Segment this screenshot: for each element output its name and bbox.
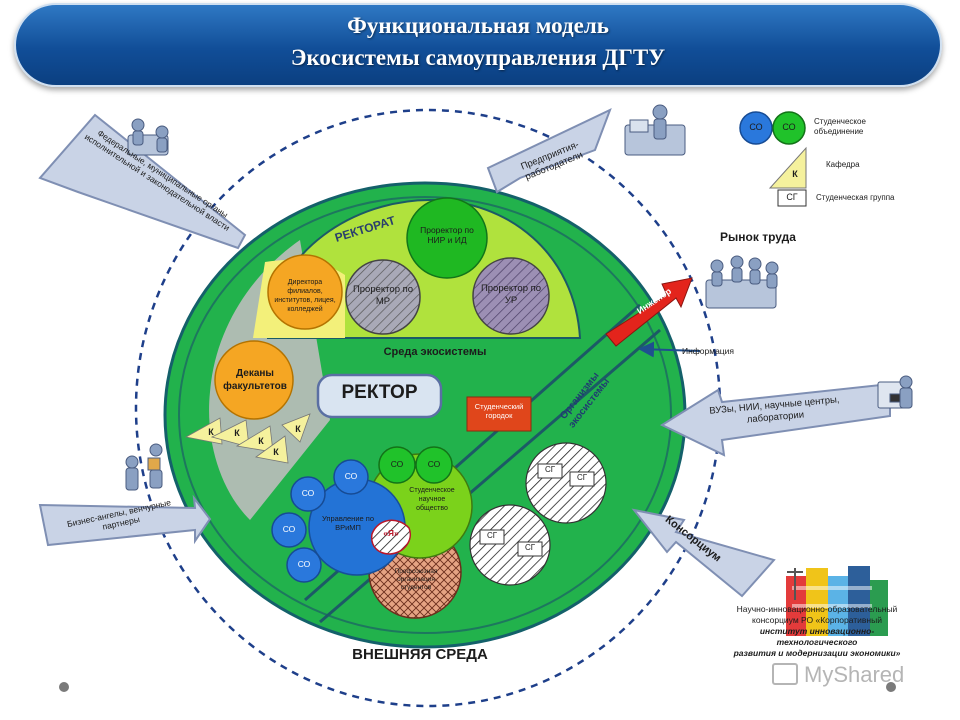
ya-label: «Я» (383, 528, 399, 538)
directors-label: Директора филиалов, институтов, лицея, к… (274, 279, 336, 313)
k-flag-label: К (273, 447, 279, 457)
so-label: СО (427, 459, 441, 469)
legend-k-text: Кафедра (826, 160, 860, 169)
sg-group-2 (469, 504, 551, 586)
sno-label: Студенческое научное общество (409, 487, 455, 512)
so-label: СО (301, 488, 315, 498)
so-label: СО (297, 559, 311, 569)
so-label: СО (390, 459, 404, 469)
legend-sg-text: Студенческая группа (816, 193, 895, 202)
legend-so-text: Студенческое объединение (814, 117, 866, 136)
outer-environment-label: ВНЕШНЯЯ СРЕДА (352, 646, 488, 663)
rector-box (316, 373, 443, 419)
union-label: Профсоюзная организация студентов (394, 568, 438, 591)
watermark: MyShared (772, 662, 922, 688)
k-flag-label: К (295, 424, 301, 434)
k-flag-label: К (258, 436, 264, 446)
watermark-logo-icon (772, 663, 798, 685)
deans-circle (214, 340, 294, 420)
rector-label: РЕКТОР (341, 382, 418, 403)
inbound-arrows (38, 108, 891, 598)
campus-box (466, 396, 532, 432)
sg-label: СГ (544, 465, 556, 474)
sg-label: СГ (524, 543, 536, 552)
sg-label: СГ (576, 473, 588, 482)
consortium-buildings (786, 566, 888, 636)
ecosystem-environment-label: Среда экосистемы (383, 346, 487, 358)
engineer-arrow (605, 277, 693, 347)
k-flag-label: К (234, 428, 240, 438)
consortium-caption-5: развития и модернизации экономики» (733, 648, 901, 658)
title-banner (14, 3, 942, 87)
watermark-text: MyShared (804, 662, 905, 687)
sg-group-1 (525, 442, 607, 524)
legend-so-a: СО (749, 122, 763, 132)
information-label: Информация (681, 346, 735, 356)
labor-market-label: Рынок труда (720, 230, 796, 244)
deans-label: Деканы факультетов (223, 368, 287, 392)
consortium-caption-4: технологического (776, 637, 858, 647)
k-flag-label: К (208, 427, 214, 437)
title-line-1: Функциональная модель (347, 13, 609, 38)
consortium-caption-3: институт инновационно- (759, 626, 875, 636)
k-flags (184, 413, 311, 464)
mr-circle (345, 259, 421, 335)
campus-label: Студенческий городок (474, 402, 524, 420)
nir-circle (406, 197, 488, 279)
consortium-caption-1: Научно-инновационно-образовательный (736, 604, 898, 614)
prorector-ur-label: Проректор по УР (480, 283, 542, 306)
title-line-2: Экосистемы самоуправления ДГТУ (290, 45, 666, 70)
so-label: СО (282, 524, 296, 534)
legend-so-b: СО (782, 122, 796, 132)
ya-blob (370, 519, 411, 555)
prorector-mr-label: Проректор по МР (352, 284, 414, 307)
sg-label: СГ (486, 531, 498, 540)
so-label: СО (344, 471, 358, 481)
ur-circle (472, 257, 550, 335)
information-arrow (638, 341, 701, 358)
prorector-nir-label: Проректор по НИР и ИД (420, 225, 474, 245)
vrimp-label: Управление по ВРиМП (321, 514, 374, 532)
directors-circle (267, 254, 343, 330)
consortium-caption-2: консорциум РО «Корпоративный (752, 615, 882, 625)
legend-k: К (792, 169, 798, 179)
legend-sg: СГ (786, 192, 798, 202)
